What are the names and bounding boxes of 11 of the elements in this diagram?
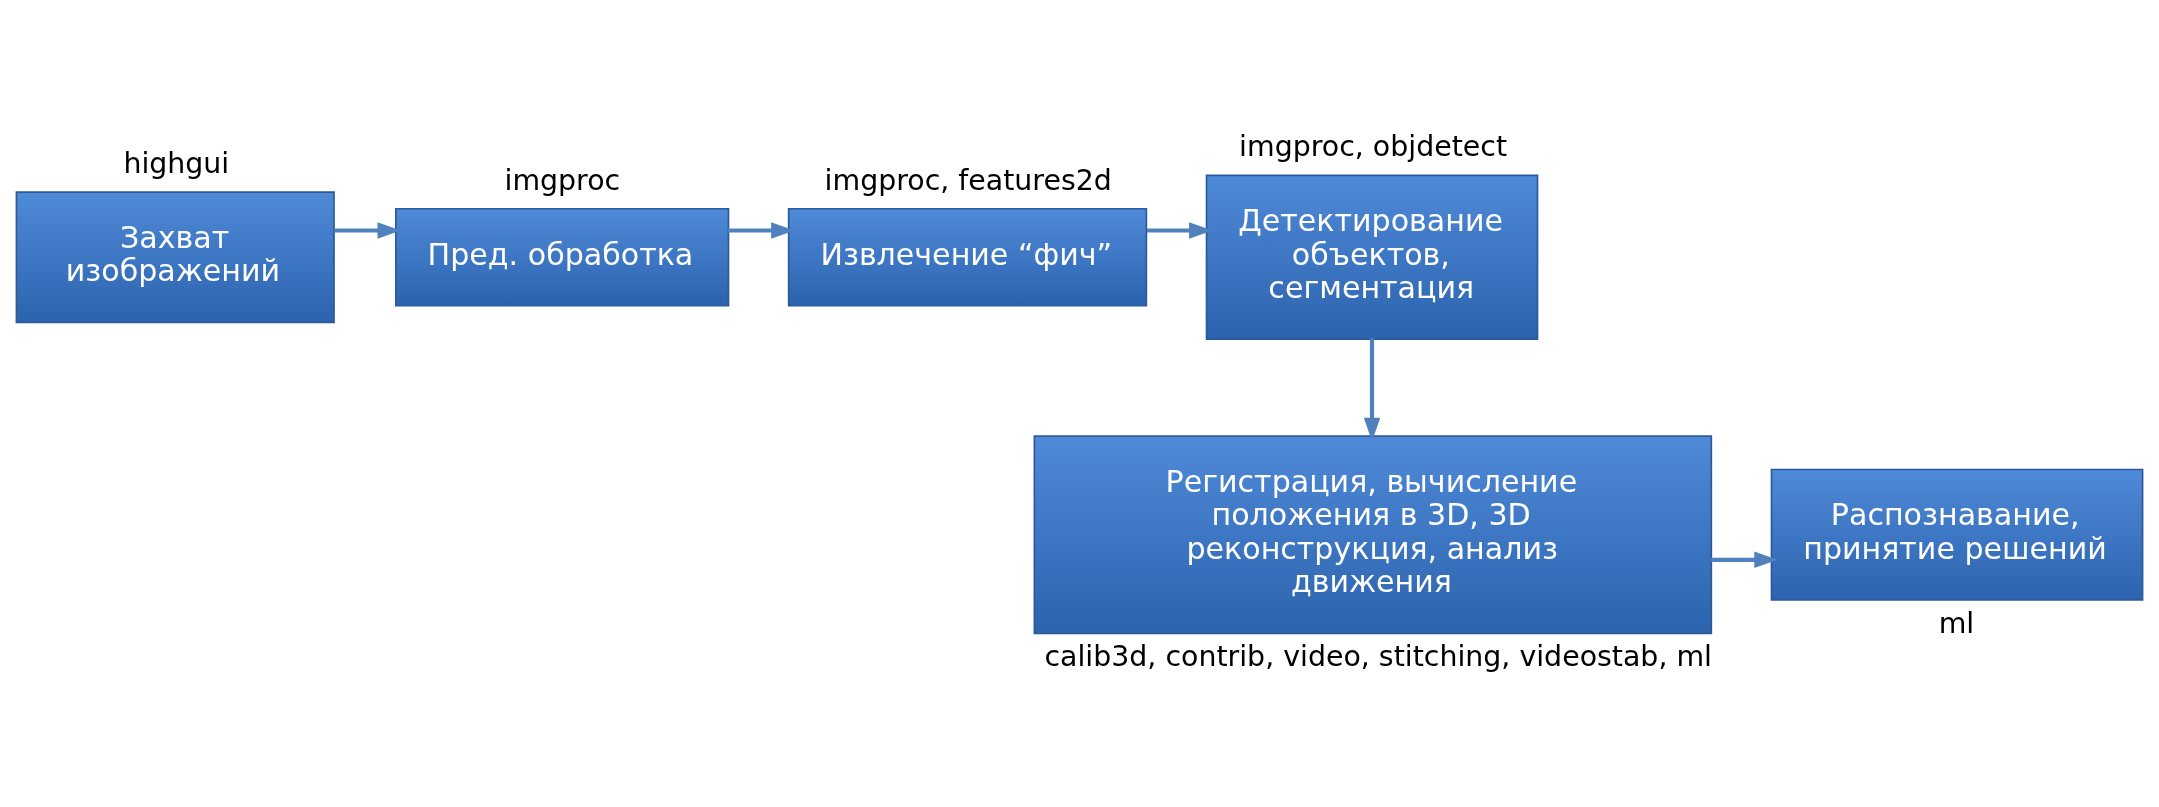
arrow xyxy=(1363,338,1381,442)
node-label: imgproc, objdetect xyxy=(1239,130,1508,164)
node-label: highgui xyxy=(123,147,230,180)
arrow xyxy=(1146,222,1213,239)
arrow xyxy=(334,222,401,239)
arrow xyxy=(1710,551,1778,568)
node-label: imgproc xyxy=(504,163,621,197)
arrow xyxy=(727,222,795,239)
node-label: imgproc, features2d xyxy=(824,163,1112,197)
node-label: calib3d, contrib, video, stitching, videostab, ml xyxy=(1044,640,1713,674)
node-label: ml xyxy=(1938,606,1975,640)
